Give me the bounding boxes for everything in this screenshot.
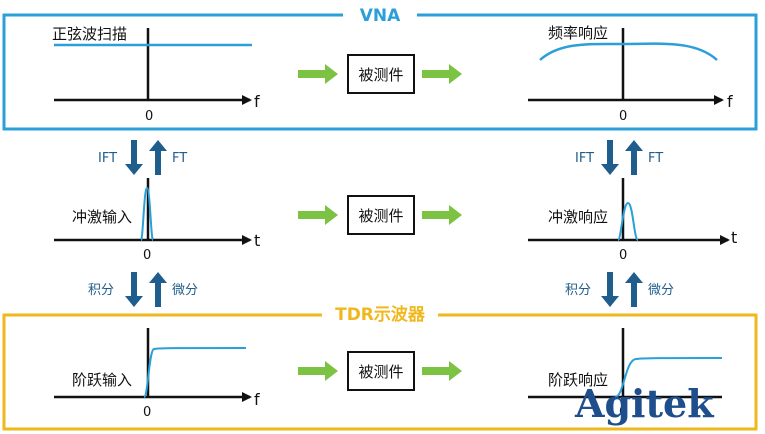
step-input-label: 阶跃输入: [72, 371, 132, 389]
impulse-input-plot: 冲激输入 t 0: [54, 178, 260, 263]
dut-label: 被测件: [358, 363, 403, 381]
dut-box: [347, 195, 415, 235]
step-input-plot: 阶跃输入 f 0: [54, 328, 260, 420]
freq-response-plot: 频率响应 f 0: [528, 24, 733, 124]
freq-axis-label: f: [727, 92, 733, 111]
down-arrow-icon: [601, 140, 619, 175]
down-arrow-icon: [601, 272, 619, 307]
dut-label: 被测件: [358, 207, 403, 225]
tdr-title: TDR示波器: [335, 304, 426, 325]
green-arrow: [422, 361, 462, 381]
freq-response-label: 频率响应: [548, 24, 608, 42]
origin-label: 0: [619, 248, 627, 263]
origin-label: 0: [619, 405, 627, 420]
green-arrow: [298, 64, 338, 84]
up-arrow-icon: [625, 272, 643, 307]
sine-sweep-plot: 正弦波扫描 f 0: [52, 25, 260, 124]
ft-label: FT: [648, 151, 663, 166]
origin-label: 0: [619, 109, 627, 124]
integral-label: 积分: [88, 283, 114, 298]
impulse-response-label: 冲激响应: [548, 208, 608, 226]
ift-label: IFT: [98, 151, 117, 166]
time-axis-label: t: [731, 228, 737, 247]
transform-integral-derivative-left: 积分 微分: [88, 272, 198, 307]
dut-box: [347, 351, 415, 391]
green-arrow: [422, 64, 462, 84]
step-response-plot: 阶跃响应 0: [528, 328, 723, 420]
time-axis-label: t: [254, 231, 260, 250]
impulse-response-trace: [617, 201, 639, 241]
ft-label: FT: [172, 151, 187, 166]
origin-label: 0: [145, 109, 153, 124]
derivative-label: 微分: [172, 283, 198, 298]
green-arrow: [422, 205, 462, 225]
impulse-response-plot: 冲激响应 t 0: [528, 178, 737, 263]
sine-sweep-label: 正弦波扫描: [52, 25, 127, 43]
step-response-label: 阶跃响应: [548, 371, 608, 389]
transform-integral-derivative-right: 积分 微分: [565, 272, 674, 307]
origin-label: 0: [143, 405, 151, 420]
up-arrow-icon: [149, 272, 167, 307]
green-arrow: [298, 361, 338, 381]
transform-ift-ft-left: IFT FT: [98, 140, 187, 175]
vna-title: VNA: [360, 6, 401, 26]
impulse-trace: [140, 186, 154, 241]
step-input-trace: [143, 347, 247, 398]
up-arrow-icon: [625, 140, 643, 175]
green-arrow: [298, 205, 338, 225]
transform-ift-ft-right: IFT FT: [575, 140, 663, 175]
freq-response-trace: [539, 42, 718, 61]
dut-box: [347, 54, 415, 94]
dut-label: 被测件: [358, 66, 403, 84]
freq-axis-label: f: [254, 390, 260, 409]
down-arrow-icon: [125, 272, 143, 307]
integral-label: 积分: [565, 283, 591, 298]
step-response-trace: [614, 357, 723, 398]
impulse-input-label: 冲激输入: [72, 208, 132, 226]
origin-label: 0: [143, 248, 151, 263]
freq-axis-label: f: [254, 92, 260, 111]
down-arrow-icon: [125, 140, 143, 175]
agitek-logo: Agitek: [574, 381, 714, 426]
ift-label: IFT: [575, 151, 594, 166]
derivative-label: 微分: [648, 283, 674, 298]
up-arrow-icon: [149, 140, 167, 175]
